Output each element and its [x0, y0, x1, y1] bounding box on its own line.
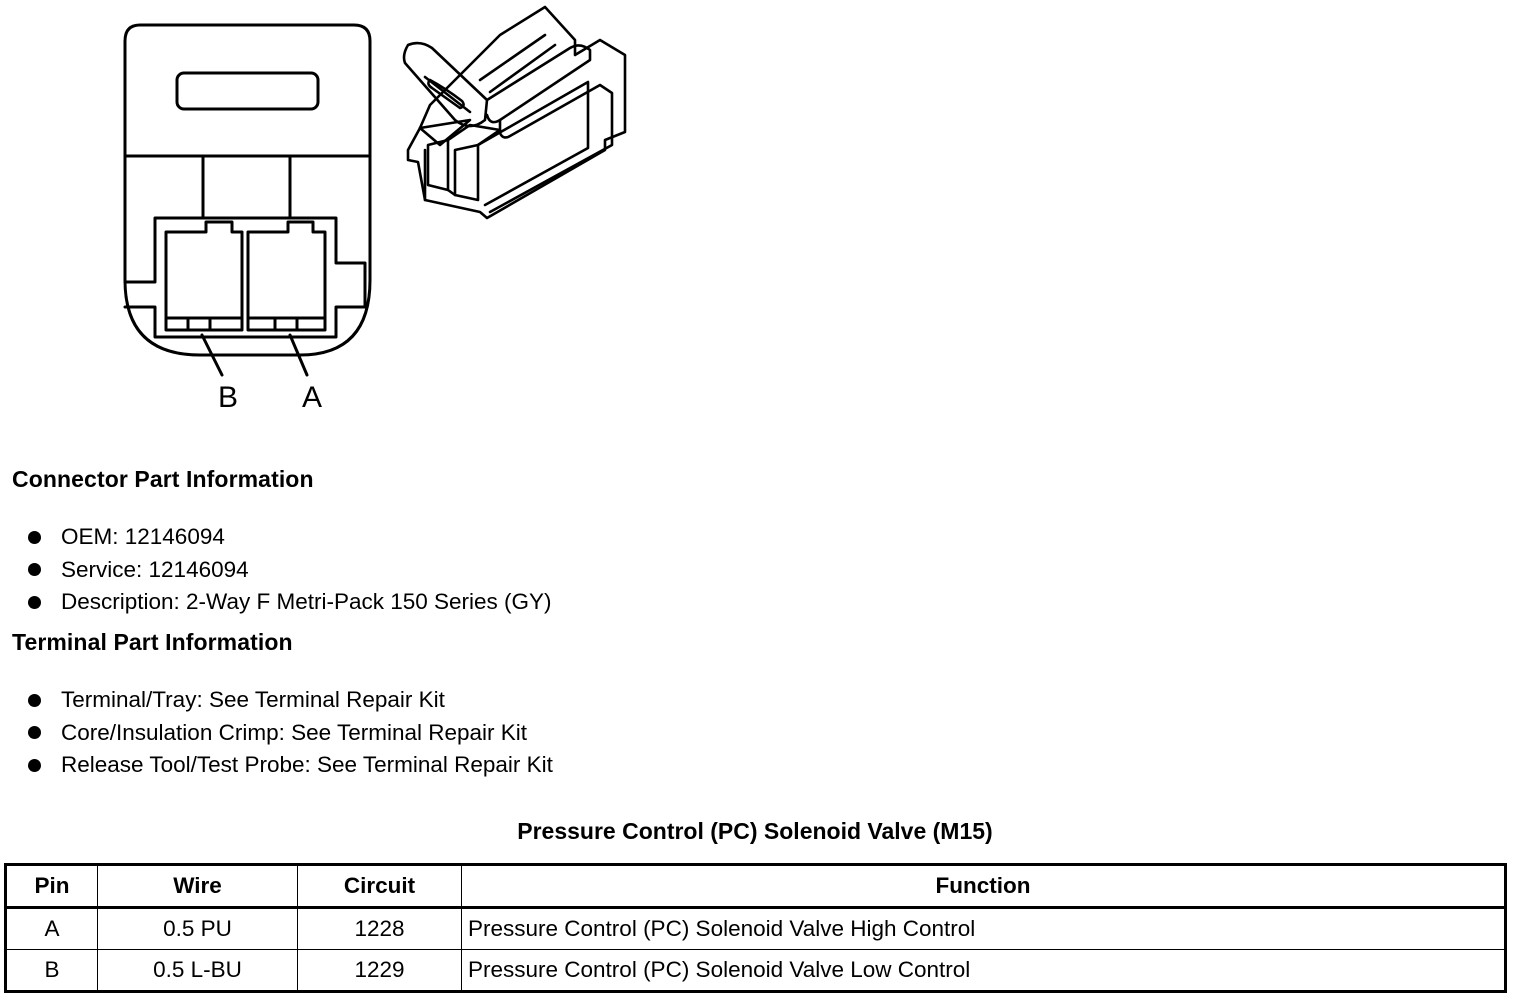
bullet-icon — [28, 726, 41, 740]
bullet-icon — [28, 758, 41, 772]
terminal-cavity-a — [246, 220, 327, 332]
pin-a-leader — [288, 333, 309, 377]
connector-diagram: B A — [123, 5, 627, 414]
terminal-cavity-b — [164, 220, 244, 332]
connector-info-heading: Connector Part Information — [12, 466, 314, 492]
list-item: Core/Insulation Crimp: See Terminal Repa… — [28, 717, 553, 750]
table-row: B 0.5 L-BU 1229 Pressure Control (PC) So… — [5, 949, 1506, 992]
column-header-function: Function — [461, 864, 1506, 908]
wire-cell: 0.5 PU — [97, 907, 298, 950]
connector-cavity-frame — [123, 216, 367, 339]
pin-label-a: A — [302, 381, 322, 414]
table-header-row: Pin Wire Circuit Function — [5, 864, 1506, 908]
iso-latch-arm — [402, 41, 489, 128]
bullet-icon — [28, 693, 41, 707]
terminal-info-list: Terminal/Tray: See Terminal Repair Kit C… — [28, 684, 553, 782]
column-header-wire: Wire — [97, 864, 298, 908]
bullet-icon — [28, 563, 41, 577]
list-item: OEM: 12146094 — [28, 521, 552, 554]
pin-cell: A — [5, 907, 98, 950]
column-header-circuit: Circuit — [297, 864, 462, 908]
connector-face-view: B A — [123, 23, 372, 414]
function-cell: Pressure Control (PC) Solenoid Valve Low… — [461, 949, 1506, 992]
pin-b-leader — [200, 333, 224, 377]
connector-info-list: OEM: 12146094 Service: 12146094 Descript… — [28, 521, 552, 619]
pin-table: Pin Wire Circuit Function A 0.5 PU 1228 … — [4, 863, 1507, 993]
pin-cell: B — [5, 949, 98, 992]
list-item: Release Tool/Test Probe: See Terminal Re… — [28, 749, 553, 782]
list-item: Terminal/Tray: See Terminal Repair Kit — [28, 684, 553, 717]
table-row: A 0.5 PU 1228 Pressure Control (PC) Sole… — [5, 907, 1506, 950]
wire-cell: 0.5 L-BU — [97, 949, 298, 992]
circuit-cell: 1228 — [297, 907, 462, 950]
column-header-pin: Pin — [5, 864, 98, 908]
circuit-cell: 1229 — [297, 949, 462, 992]
connector-latch-window — [175, 71, 320, 111]
bullet-icon — [28, 595, 41, 609]
list-item: Service: 12146094 — [28, 554, 552, 587]
list-item: Description: 2-Way F Metri-Pack 150 Seri… — [28, 586, 552, 619]
terminal-info-heading: Terminal Part Information — [12, 629, 293, 655]
bullet-icon — [28, 530, 41, 544]
pin-label-b: B — [218, 381, 238, 414]
connector-isometric-view — [402, 5, 627, 220]
function-cell: Pressure Control (PC) Solenoid Valve Hig… — [461, 907, 1506, 950]
pin-table-title: Pressure Control (PC) Solenoid Valve (M1… — [517, 818, 993, 844]
